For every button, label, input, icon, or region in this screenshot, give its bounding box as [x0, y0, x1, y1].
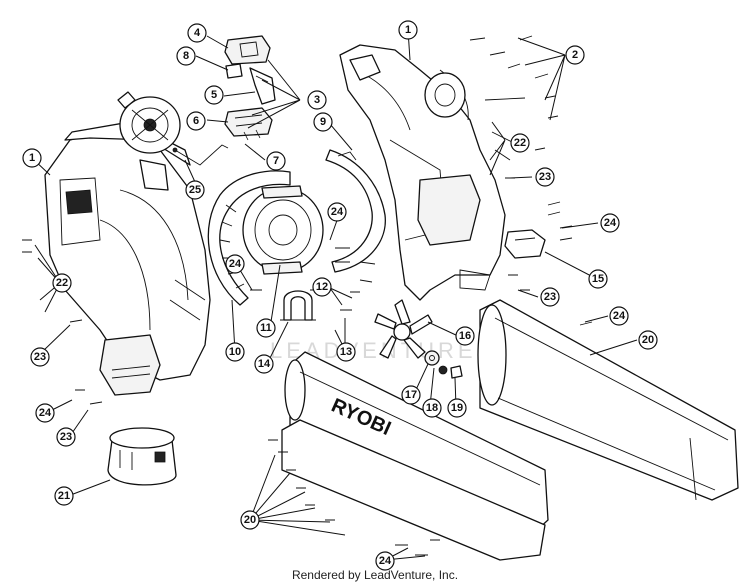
cap — [450, 365, 463, 379]
scroll-part-9 — [325, 149, 386, 273]
switch-assembly — [224, 107, 273, 137]
callout-15: 15 — [588, 269, 608, 289]
svg-text:23: 23 — [34, 351, 46, 363]
svg-text:24: 24 — [229, 258, 242, 270]
callout-24-d: 24 — [225, 254, 245, 274]
callout-24-e: 24 — [35, 403, 55, 423]
callout-12: 12 — [312, 277, 332, 297]
callout-16: 16 — [455, 326, 475, 346]
callout-17: 17 — [401, 385, 421, 405]
callout-9: 9 — [313, 112, 333, 132]
svg-text:10: 10 — [229, 346, 241, 358]
plate-15 — [504, 229, 546, 259]
callout-24-a: 24 — [600, 213, 620, 233]
bracket — [280, 290, 316, 321]
svg-text:21: 21 — [58, 490, 70, 502]
callout-23-b: 23 — [540, 287, 560, 307]
impeller-fan — [374, 299, 433, 359]
svg-text:2: 2 — [572, 49, 578, 61]
callout-8: 8 — [176, 46, 196, 66]
callout-21: 21 — [54, 486, 74, 506]
tube-right — [477, 299, 739, 501]
svg-text:24: 24 — [331, 206, 344, 218]
callout-6: 6 — [186, 111, 206, 131]
switch-button — [225, 63, 243, 79]
svg-text:4: 4 — [194, 27, 201, 39]
switch-parts — [224, 35, 276, 141]
svg-text:5: 5 — [211, 89, 217, 101]
svg-text:12: 12 — [316, 281, 328, 293]
svg-text:22: 22 — [56, 277, 68, 289]
callout-5: 5 — [204, 85, 224, 105]
svg-text:16: 16 — [459, 330, 471, 342]
svg-text:19: 19 — [451, 402, 463, 414]
callout-20-right: 20 — [638, 330, 658, 350]
callout-2: 2 — [565, 45, 585, 65]
svg-text:22: 22 — [514, 137, 526, 149]
impeller-housing — [242, 185, 324, 275]
svg-text:23: 23 — [544, 291, 556, 303]
motor-fan-right — [424, 72, 466, 118]
svg-text:23: 23 — [539, 171, 551, 183]
callouts: 1 1 2 3 4 5 6 7 8 9 10 11 12 13 14 15 16… — [22, 20, 658, 571]
washer — [424, 350, 440, 366]
callout-14: 14 — [254, 354, 274, 374]
callout-1-right: 1 — [398, 20, 418, 40]
callout-24-c: 24 — [327, 202, 347, 222]
callout-10: 10 — [225, 342, 245, 362]
svg-text:1: 1 — [29, 152, 35, 164]
callout-22-left: 22 — [52, 273, 72, 293]
callout-24-f: 24 — [375, 551, 395, 571]
svg-text:7: 7 — [273, 155, 279, 167]
callout-20-left: 20 — [240, 510, 260, 530]
svg-text:18: 18 — [426, 402, 438, 414]
callout-19: 19 — [447, 398, 467, 418]
callout-23-c: 23 — [30, 347, 50, 367]
svg-text:20: 20 — [244, 514, 256, 526]
housing-right — [339, 44, 506, 301]
svg-text:25: 25 — [189, 184, 201, 196]
callout-3: 3 — [307, 90, 327, 110]
svg-text:24: 24 — [613, 310, 626, 322]
switch-cover — [224, 35, 271, 65]
footer-credit: Rendered by LeadVenture, Inc. — [291, 568, 459, 582]
callout-23-a: 23 — [535, 167, 555, 187]
svg-text:9: 9 — [320, 116, 326, 128]
svg-text:17: 17 — [405, 389, 417, 401]
callout-11: 11 — [256, 318, 276, 338]
switch-lever — [249, 67, 276, 105]
svg-text:8: 8 — [183, 50, 189, 62]
svg-text:15: 15 — [592, 273, 604, 285]
callout-24-b: 24 — [609, 306, 629, 326]
svg-text:23: 23 — [60, 431, 72, 443]
svg-text:20: 20 — [642, 334, 654, 346]
svg-text:24: 24 — [604, 217, 617, 229]
leader-lines — [31, 29, 638, 561]
svg-text:1: 1 — [405, 24, 411, 36]
callout-4: 4 — [187, 23, 207, 43]
svg-text:24: 24 — [379, 555, 392, 567]
scroll-part-10 — [207, 170, 291, 306]
battery-adapter — [107, 427, 177, 486]
callout-13: 13 — [336, 342, 356, 362]
svg-text:14: 14 — [258, 358, 271, 370]
callout-25: 25 — [185, 180, 205, 200]
spring-wire — [172, 144, 229, 166]
housing-left — [44, 121, 211, 396]
callout-18: 18 — [422, 398, 442, 418]
callout-7: 7 — [266, 151, 286, 171]
svg-text:11: 11 — [260, 322, 272, 334]
svg-text:6: 6 — [193, 115, 199, 127]
svg-text:24: 24 — [39, 407, 52, 419]
svg-text:13: 13 — [340, 346, 352, 358]
tube-left: RYOBI — [281, 351, 549, 561]
motor-fan-left — [117, 91, 181, 154]
callout-1-left: 1 — [22, 148, 42, 168]
svg-text:3: 3 — [314, 94, 320, 106]
nut — [438, 365, 448, 375]
callout-23-d: 23 — [56, 427, 76, 447]
callout-22-right: 22 — [510, 133, 530, 153]
